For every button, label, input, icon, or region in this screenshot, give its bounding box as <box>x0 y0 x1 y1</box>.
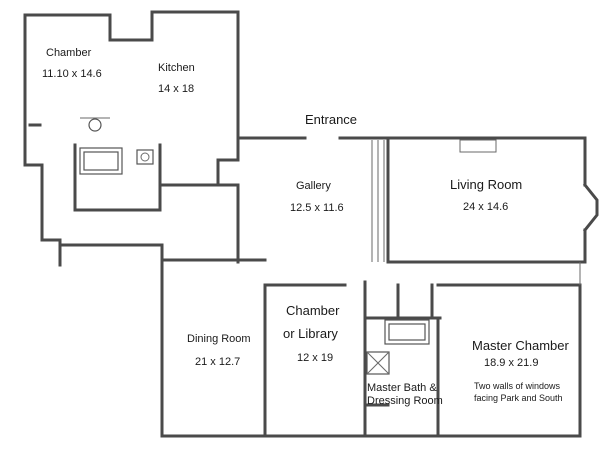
kitchen-name: Kitchen <box>158 62 195 74</box>
chamber-library-name-line1: Chamber <box>286 303 340 318</box>
chamber-library-name-line2: or Library <box>283 326 338 341</box>
chamber-dims: 11.10 x 14.6 <box>42 68 102 80</box>
living-room-dims: 24 x 14.6 <box>463 201 509 213</box>
entrance-label: Entrance <box>305 112 358 127</box>
master-chamber-note-line2: facing Park and South <box>474 393 563 403</box>
master-bath-walls <box>363 283 442 438</box>
fireplace-icon <box>459 139 497 153</box>
stair-columns <box>371 138 390 264</box>
dining-room-dims: 21 x 12.7 <box>195 356 241 368</box>
sink-icon <box>136 149 154 165</box>
library-walls <box>263 280 367 438</box>
chamber-walls <box>23 13 154 267</box>
living-room-name: Living Room <box>450 177 523 192</box>
gallery-walls <box>58 136 375 264</box>
master-chamber-name: Master Chamber <box>472 338 569 353</box>
dining-room-walls <box>160 258 267 438</box>
gallery-dims: 12.5 x 11.6 <box>290 202 344 214</box>
nw-bath <box>73 117 162 212</box>
master-chamber-walls <box>436 262 582 438</box>
toilet-icon <box>88 118 102 132</box>
living-room-walls <box>371 136 599 264</box>
chamber-name: Chamber <box>46 47 92 59</box>
master-bath-name-line1: Master Bath & <box>367 382 437 394</box>
master-chamber-dims: 18.9 x 21.9 <box>484 357 539 369</box>
kitchen-dims: 14 x 18 <box>158 83 195 95</box>
dining-room-name: Dining Room <box>187 333 251 345</box>
master-bath-name-line2: Dressing Room <box>367 395 443 407</box>
chamber-library-dims: 12 x 19 <box>297 352 334 364</box>
gallery-name: Gallery <box>296 180 331 192</box>
master-chamber-note-line1: Two walls of windows <box>474 381 561 391</box>
kitchen-walls <box>150 10 240 237</box>
